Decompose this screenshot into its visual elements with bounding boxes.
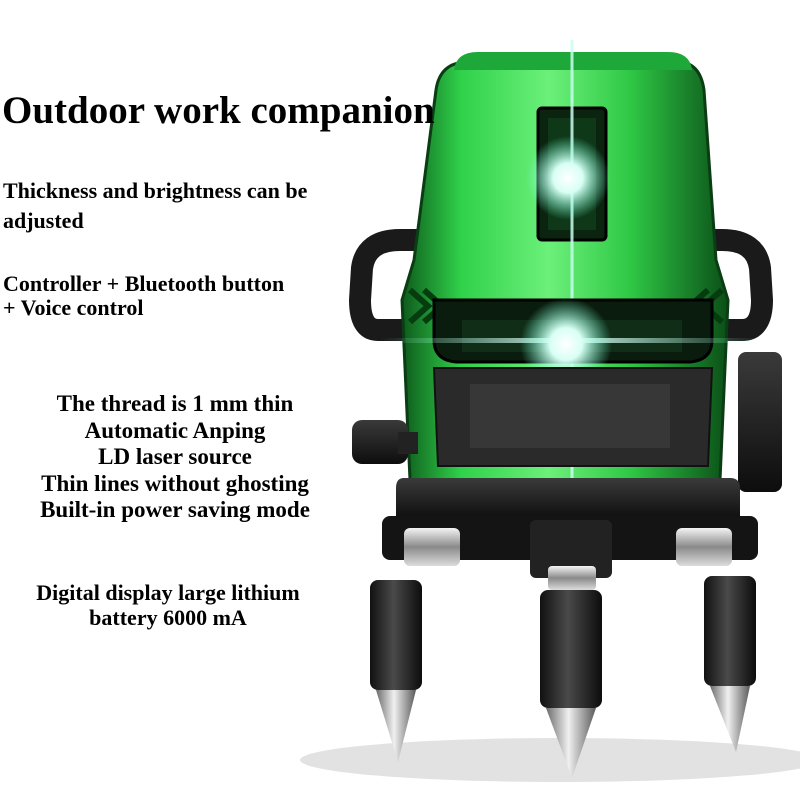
base-ring (396, 478, 740, 520)
feature-control-line: Controller + Bluetooth button (3, 271, 285, 296)
spec-line: Thin lines without ghosting (41, 470, 309, 496)
leg-center (540, 590, 602, 778)
spec-line: The thread is 1 mm thin (56, 391, 294, 416)
leg-left (370, 580, 422, 762)
feature-control: Controller + Bluetooth button + Voice co… (3, 272, 363, 320)
feature-specs: The thread is 1 mm thin Automatic Anping… (0, 391, 350, 524)
headline: Outdoor work companion (2, 89, 435, 132)
chrome-adjusters (404, 528, 732, 590)
battery-line: Digital display large lithium (36, 580, 300, 605)
vertical-laser-glow (526, 136, 610, 220)
ground-shadow (300, 738, 800, 782)
spec-line: Automatic Anping (84, 417, 266, 443)
speaker-grille (470, 384, 670, 448)
battery-pack (738, 352, 782, 492)
side-knob (352, 420, 408, 464)
battery-line: battery 6000 mA (89, 605, 247, 630)
left-handle (348, 229, 420, 341)
spec-line: LD laser source (98, 444, 252, 469)
spec-line: Built-in power saving mode (40, 497, 310, 522)
right-handle (702, 229, 774, 341)
feature-control-line: + Voice control (3, 295, 144, 320)
feature-brightness: Thickness and brightness can be adjusted (3, 178, 308, 233)
base-center-block (530, 520, 612, 578)
feature-battery: Digital display large lithium battery 60… (0, 580, 336, 630)
leg-right (704, 576, 756, 752)
